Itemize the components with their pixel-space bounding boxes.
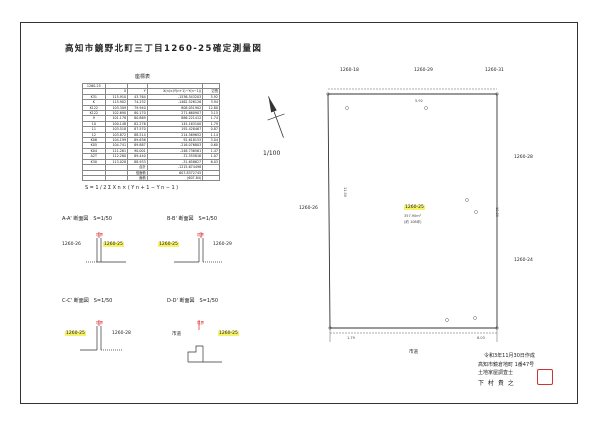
plan-dim-left: 11.50 <box>343 186 348 198</box>
table-row-cell: 1.14 <box>202 131 220 139</box>
section-a-marker: 境界 <box>96 233 103 237</box>
table-row-cell: 112.280 <box>104 153 129 160</box>
table-row-cell: 115.910 <box>104 93 129 101</box>
table-heading: 座標表 <box>135 74 151 80</box>
section-d-drawing <box>187 320 222 363</box>
section-a-left-lot: 1260-26 <box>62 242 81 247</box>
table-row-cell: 103.518 <box>104 126 129 133</box>
table-row-cell: 1.47 <box>202 147 220 155</box>
plan-area: 357.90m² <box>404 214 422 218</box>
plan-area-tsubo: (約 108坪) <box>404 220 422 224</box>
section-c-title: C-C' 断面図 S=1/50 <box>62 298 113 304</box>
plan-right-lot-1: 1260-28 <box>514 155 533 160</box>
table-row-cell: 101.178 <box>104 115 129 122</box>
section-c-right-lot: 1260-28 <box>112 331 131 336</box>
section-a-drawing <box>86 232 126 263</box>
section-d-title: D-D' 断面図 S=1/50 <box>167 298 219 304</box>
table-row-cell: 1.79 <box>202 120 220 128</box>
section-c-main-lot: 1260-25 <box>65 331 86 336</box>
table-row-cell: 1.74 <box>202 115 220 122</box>
plan-lot-number: 1260-25 <box>404 205 425 210</box>
table-row-cell: 3.94 <box>202 99 220 106</box>
table-row-cell: 6.03 <box>202 158 220 166</box>
plan-right-lot-2: 1260-24 <box>514 258 533 263</box>
section-b-main-lot: 1260-25 <box>158 242 179 247</box>
seal-stamp <box>537 369 553 385</box>
table-row-cell: 104.741 <box>104 142 129 149</box>
table-total-row-cell <box>104 174 129 182</box>
section-b-title: B-B' 断面図 S=1/50 <box>167 216 218 222</box>
footer-date: 令和3年11月30日作成 <box>484 353 535 359</box>
table-header-row-cell: X(n)×(Y(n+1)−Y(n−1)) <box>146 88 204 95</box>
plan-dim-top: 5.92 <box>415 99 423 103</box>
section-a-main-lot: 1260-25 <box>103 242 124 247</box>
table-row-cell: 12.80 <box>202 104 220 112</box>
plan-top-lot-3: 1260-31 <box>485 68 504 73</box>
table-row-cell: 1.07 <box>202 153 220 160</box>
plan-dim-right: 12.80 <box>495 206 500 218</box>
section-d-left-lot: 市道 <box>172 332 181 337</box>
table-header-row-cell: 辺長 <box>202 88 220 95</box>
main-scale: 1/100 <box>263 150 281 157</box>
section-c-drawing <box>80 320 122 351</box>
section-b-marker: 境界 <box>197 233 204 237</box>
plan-road-label: 市道 <box>409 350 418 355</box>
section-d-marker: 境界 <box>197 321 204 325</box>
area-formula: S=1/2ΣXn×(Yn+1−Yn−1) <box>85 185 180 191</box>
table-row-cell: 111.261 <box>104 147 129 155</box>
section-a-title: A-A' 断面図 S=1/50 <box>62 216 112 222</box>
footer-office: 高知市鏡倉地町 1番47号 <box>478 362 535 368</box>
table-row-cell: 113.028 <box>104 158 129 166</box>
table-row-cell: 3.15 <box>202 109 220 117</box>
section-d-main-lot: 1260-25 <box>218 331 239 336</box>
table-total-row-cell <box>202 174 220 182</box>
table-row-cell: 102.690 <box>104 109 129 117</box>
table-row-cell: 115.902 <box>104 99 129 106</box>
drawing-title: 高知市鏡野北町三丁目1260-25確定測量図 <box>65 44 263 54</box>
table-row-cell: 0.87 <box>202 126 220 133</box>
plan-dim-bottom-right: 6.03 <box>477 336 485 340</box>
table-row-cell: 0.60 <box>202 142 220 149</box>
plan-left-lot: 1260-26 <box>299 206 318 211</box>
table-total-row-cell: (607.84) <box>146 174 204 182</box>
table-total-row: 面積(607.84) <box>82 174 220 182</box>
plan-top-lot-2: 1260-29 <box>414 68 433 73</box>
section-b-right-lot: 1260-29 <box>213 242 232 247</box>
table-row-cell: 5.92 <box>202 93 220 101</box>
table-row-cell: 3.04 <box>202 137 220 144</box>
section-b-drawing <box>174 232 222 263</box>
section-c-marker: 境界 <box>96 321 103 325</box>
drawing-frame <box>20 22 578 404</box>
footer-role: 土地家屋調査士 <box>478 370 514 376</box>
table-row-cell: 104.199 <box>104 137 129 144</box>
table-row-cell: 103.309 <box>104 104 129 112</box>
footer-name: 下 村 貴 之 <box>478 380 515 387</box>
plan-dim-bottom-left: 1.79 <box>347 336 355 340</box>
table-row-cell: 103.872 <box>104 131 129 139</box>
table-row-cell: 100.148 <box>104 120 129 128</box>
plan-top-lot-1: 1260-18 <box>340 68 359 73</box>
